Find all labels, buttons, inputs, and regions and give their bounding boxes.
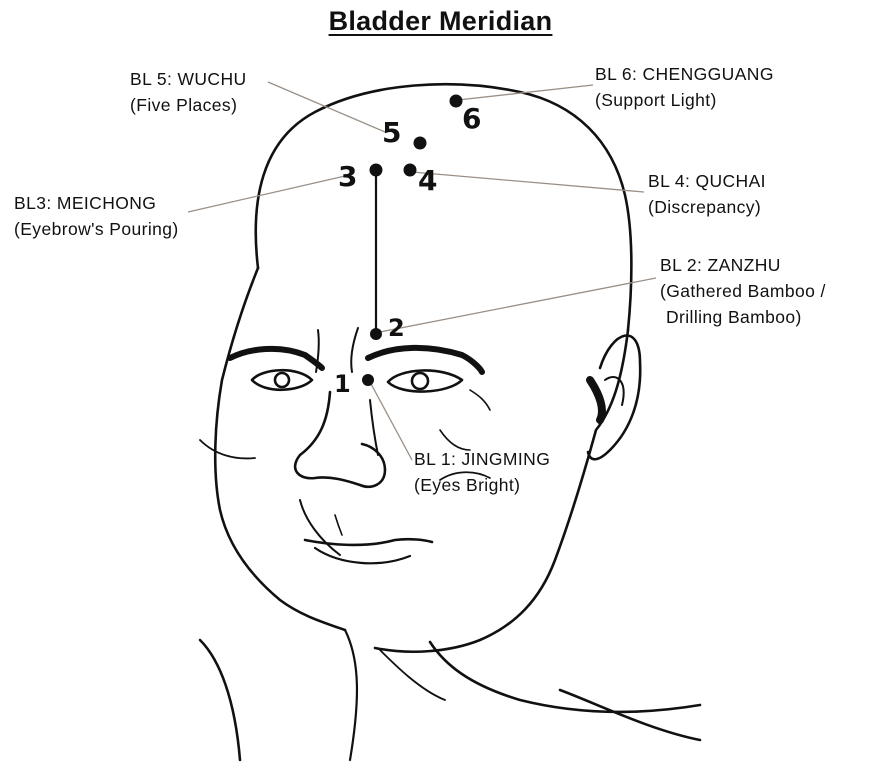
leader-bl2 xyxy=(380,278,656,332)
label-bl6-name: (Support Light) xyxy=(595,87,774,113)
leader-bl3 xyxy=(188,176,345,212)
label-bl6-code: BL 6: CHENGGUANG xyxy=(595,61,774,87)
label-bl5-name: (Five Places) xyxy=(130,92,247,118)
head-outline xyxy=(256,84,632,330)
label-bl1-name: (Eyes Bright) xyxy=(414,472,550,498)
point-bl4 xyxy=(404,164,417,177)
label-bl1-code: BL 1: JINGMING xyxy=(414,446,550,472)
leader-bl4 xyxy=(412,172,644,192)
number-bl3: 3 xyxy=(338,160,357,193)
number-bl4: 4 xyxy=(418,164,437,197)
point-bl3 xyxy=(370,164,383,177)
label-bl4-name: (Discrepancy) xyxy=(648,194,766,220)
point-bl1 xyxy=(362,374,374,386)
leader-bl5 xyxy=(268,82,385,132)
point-bl6 xyxy=(450,95,463,108)
label-bl2: BL 2: ZANZHU (Gathered Bamboo / Drilling… xyxy=(660,252,826,330)
label-bl3: BL3: MEICHONG (Eyebrow's Pouring) xyxy=(14,190,179,242)
label-bl3-name: (Eyebrow's Pouring) xyxy=(14,216,179,242)
neck-left xyxy=(200,640,240,760)
number-bl6: 6 xyxy=(462,102,481,135)
leader-bl6 xyxy=(458,85,593,100)
number-bl2: 2 xyxy=(388,314,405,342)
left-eyebrow xyxy=(230,349,322,368)
right-eyebrow xyxy=(368,348,482,372)
left-face-outline xyxy=(215,268,345,630)
label-bl6: BL 6: CHENGGUANG (Support Light) xyxy=(595,61,774,113)
label-bl3-code: BL3: MEICHONG xyxy=(14,190,179,216)
label-bl5: BL 5: WUCHU (Five Places) xyxy=(130,66,247,118)
number-bl1: 1 xyxy=(334,370,351,398)
point-bl2 xyxy=(370,328,382,340)
label-bl4: BL 4: QUCHAI (Discrepancy) xyxy=(648,168,766,220)
label-bl5-code: BL 5: WUCHU xyxy=(130,66,247,92)
label-bl2-code: BL 2: ZANZHU xyxy=(660,252,826,278)
neck-right xyxy=(430,642,700,712)
label-bl2-name: (Gathered Bamboo / xyxy=(660,278,826,304)
label-bl4-code: BL 4: QUCHAI xyxy=(648,168,766,194)
label-bl1: BL 1: JINGMING (Eyes Bright) xyxy=(414,446,550,498)
point-bl5 xyxy=(414,137,427,150)
label-bl2-name2: Drilling Bamboo) xyxy=(660,304,826,330)
number-bl5: 5 xyxy=(382,116,401,149)
